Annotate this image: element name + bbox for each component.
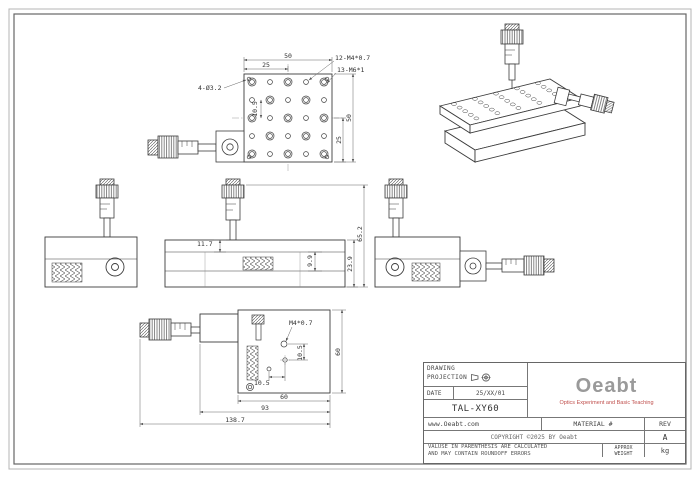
projection-cell: DRAWING PROJECTION [424,363,527,387]
iso-micrometer-horizontal [553,86,615,114]
title-block: DRAWING PROJECTION DATE 25/XX/01 TAL-XY6… [423,362,686,464]
micrometer-top-view [147,130,245,163]
side-view-right [374,178,555,288]
disclaimer-line1: VALUSE IN PARENTHESIS ARE CALCULATED [428,444,548,450]
micrometer-vertical-right [384,178,408,238]
dim-width-body: 60 [280,393,288,401]
front-view-dimensions [139,309,346,428]
lock-knob [221,138,239,156]
dim-offset-h: 10.5 [254,379,270,387]
dim-height: 60 [334,348,342,356]
front-view [139,309,331,394]
projection-label-line2: PROJECTION [427,374,468,381]
dim-top-height-full: 50 [345,114,353,122]
label-thread: M4*0.7 [289,319,313,327]
mounting-holes [247,77,329,159]
logo-tagline: Optics Experiment and Basic Teaching [559,399,654,406]
dim-width-total: 138.7 [225,416,245,424]
top-view-dimensions [223,57,356,163]
spring-section [51,262,83,283]
rev-label: REV [659,420,671,428]
lock-knob [105,257,125,277]
lock-knob [385,257,405,277]
part-number: TAL-XY60 [451,403,500,414]
dim-top-height-half: 25 [335,136,343,144]
spring-section [242,256,274,271]
micrometer-front-view [139,318,207,341]
side-view-center [164,178,346,288]
tapped-hole [246,383,254,391]
adjust-screw [251,314,265,325]
disclaimer-line2: AND MAY CONTAIN ROUNDOFF ERRORS [428,451,531,457]
top-view-labels: 50 25 12-M4*0.7 13-M6*1 4-Ø3.2 10.5 25 5… [198,52,370,144]
material-label: MATERIAL # [542,418,645,430]
logo-wordmark: Oeabt [575,374,638,397]
weight-unit: kg [660,446,670,455]
dim-width-mid: 93 [261,404,269,412]
side-view-left [44,178,138,288]
projection-label-line1: DRAWING [427,365,456,372]
front-view-labels: M4*0.7 10.5 10.5 60 60 93 138.7 [225,319,342,424]
dim-top-offset: 10.5 [251,101,259,117]
dim-top-width-full: 50 [284,52,292,60]
iso-view [438,23,615,163]
top-view [147,64,344,172]
label-m6-holes: 13-M6*1 [337,66,364,74]
page-border [8,8,692,470]
date-label: DATE [424,387,454,399]
logo: Oeabt Optics Experiment and Basic Teachi… [528,363,685,417]
third-angle-projection-icon [471,373,492,382]
top-view-plate [243,73,333,163]
micrometer-horizontal-right [459,250,555,282]
dim-step: 9.9 [306,255,314,267]
date-value: 25/XX/01 [476,389,505,397]
spring-section [411,262,441,282]
side-center-labels: 11.7 9.9 23.9 65.2 [197,226,364,272]
side-right-body [374,236,461,288]
dim-travel: 11.7 [197,240,213,248]
spring-section [246,345,259,381]
copyright: COPYRIGHT ©2025 BY Oeabt [424,431,645,443]
front-internal [246,314,290,391]
micrometer-vertical-center [221,178,245,241]
corner-holes [246,76,330,160]
thread-hole [280,340,288,348]
dim-top-width-half: 25 [262,61,270,69]
dim-body-height: 23.9 [346,256,354,272]
dim-total-height: 65.2 [356,226,364,242]
iso-micrometer-vertical [500,23,524,89]
website: www.Oeabt.com [424,418,542,430]
micrometer-vertical-left [95,178,119,238]
label-m4-holes: 12-M4*0.7 [335,54,370,62]
rev-value: A [662,432,668,442]
dim-offset-v: 10.5 [296,345,304,361]
side-center-dimensions [214,184,368,288]
label-corner-holes: 4-Ø3.2 [198,84,222,92]
iso-holes [451,81,564,121]
approx-weight-label: APPROX WEIGHT [603,444,645,457]
disclaimer: VALUSE IN PARENTHESIS ARE CALCULATED AND… [424,444,603,457]
front-bracket [199,313,239,343]
